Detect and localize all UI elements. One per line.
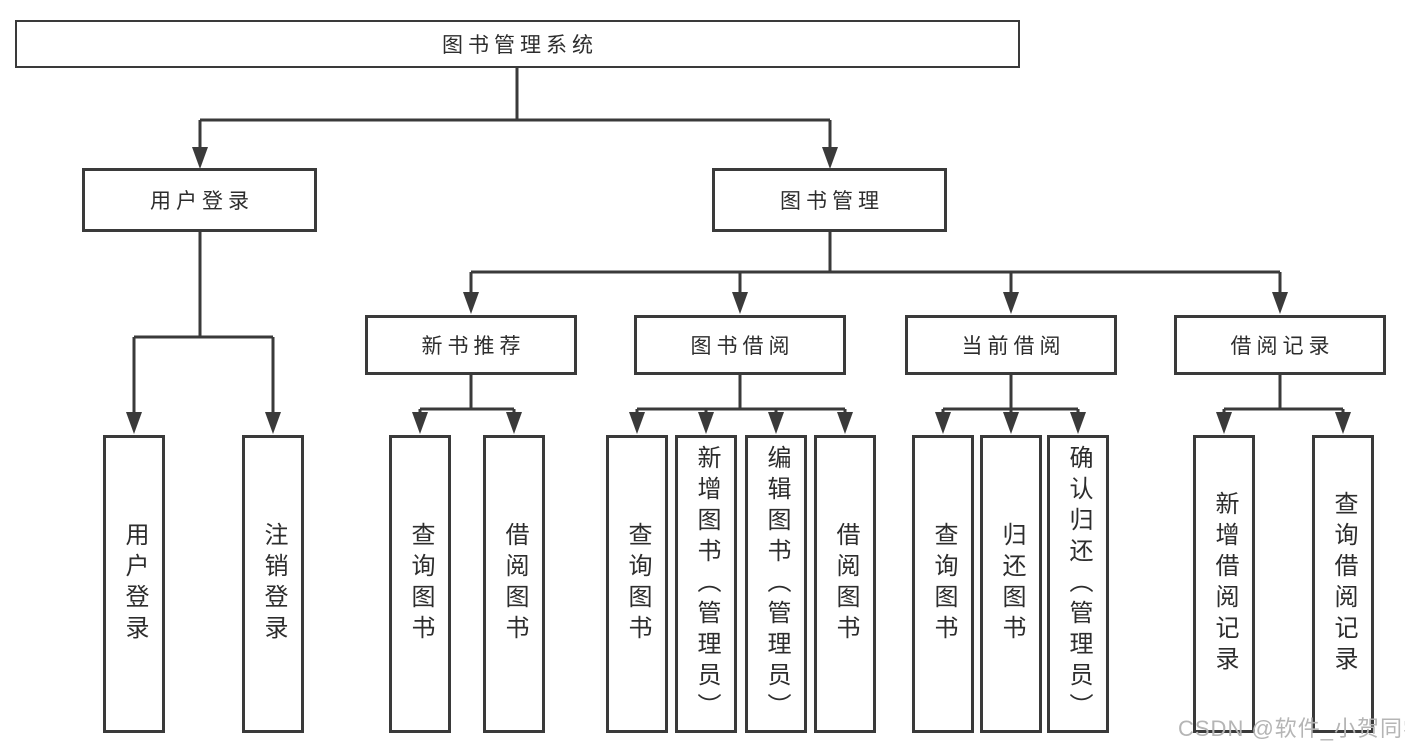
arrowhead (837, 412, 853, 434)
leaf-add-books-admin: 新增图书（管理员） (675, 435, 737, 733)
connector-borrow-records-group (1216, 375, 1351, 434)
arrowhead (265, 412, 281, 434)
arrowhead (126, 412, 142, 434)
arrowhead (698, 412, 714, 434)
connector-book-mgmt-branch (463, 232, 1288, 314)
arrowhead (1003, 412, 1019, 434)
arrowhead (1216, 412, 1232, 434)
connector-root-to-level1 (192, 68, 838, 169)
node-borrowing-records: 借阅记录 (1174, 315, 1386, 375)
leaf-query-books-recommend: 查询图书 (389, 435, 451, 733)
arrowhead (412, 412, 428, 434)
connector-new-books-group (412, 375, 522, 434)
leaf-borrow-books: 借阅图书 (814, 435, 876, 733)
leaf-add-borrow-record: 新增借阅记录 (1193, 435, 1255, 733)
node-book-management: 图书管理 (712, 168, 947, 232)
node-user-login: 用户登录 (82, 168, 317, 232)
arrowhead (1335, 412, 1351, 434)
connector-current-borrow-group (935, 375, 1086, 434)
csdn-watermark: CSDN @软件_小贺同学 (1178, 716, 1405, 741)
leaf-confirm-return-admin: 确认归还（管理员） (1047, 435, 1109, 733)
leaf-query-books-current: 查询图书 (912, 435, 974, 733)
arrowhead (463, 292, 479, 314)
arrowhead (1272, 292, 1288, 314)
connector-user-login-branch (126, 232, 281, 434)
leaf-query-borrow-record: 查询借阅记录 (1312, 435, 1374, 733)
leaf-return-books: 归还图书 (980, 435, 1042, 733)
node-library-system-root: 图书管理系统 (15, 20, 1020, 68)
arrowhead (506, 412, 522, 434)
node-book-borrowing: 图书借阅 (634, 315, 846, 375)
leaf-logout: 注销登录 (242, 435, 304, 733)
leaf-edit-books-admin: 编辑图书（管理员） (745, 435, 807, 733)
arrowhead (1003, 292, 1019, 314)
arrowhead (192, 147, 208, 169)
arrowhead (768, 412, 784, 434)
arrowhead (935, 412, 951, 434)
arrowhead (1070, 412, 1086, 434)
node-current-borrowing: 当前借阅 (905, 315, 1117, 375)
node-new-book-recommend: 新书推荐 (365, 315, 577, 375)
arrowhead (732, 292, 748, 314)
arrowhead (629, 412, 645, 434)
arrowhead (822, 147, 838, 169)
leaf-query-books-borrow: 查询图书 (606, 435, 668, 733)
leaf-user-login: 用户登录 (103, 435, 165, 733)
leaf-borrow-books-recommend: 借阅图书 (483, 435, 545, 733)
connector-book-borrow-group (629, 375, 853, 434)
